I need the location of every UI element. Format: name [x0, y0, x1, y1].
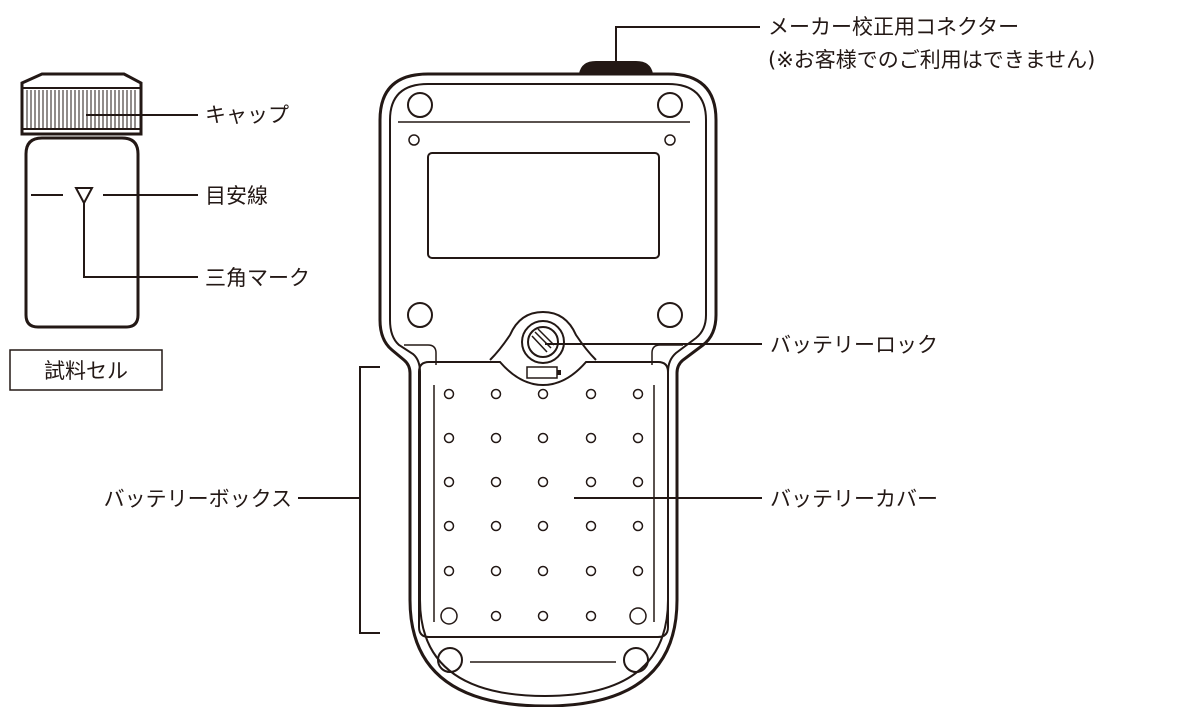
battery-cover-label: バッテリーカバー — [770, 487, 938, 511]
bottom-right-screw — [623, 647, 649, 673]
guide-line-label: 目安線 — [205, 184, 268, 208]
battery-lock-slot — [531, 328, 555, 353]
display-window — [427, 152, 660, 259]
small-hole-right — [664, 134, 676, 146]
connector-note: (※お客様でのご利用はできません) — [768, 48, 1095, 72]
triangle-mark-leader — [83, 203, 198, 278]
connector-label: メーカー校正用コネクター — [768, 15, 1019, 39]
cap-drawing — [20, 72, 143, 136]
calibration-connector — [578, 61, 654, 75]
triangle-mark — [74, 187, 94, 206]
battery-icon — [526, 366, 561, 379]
sample-cell — [20, 72, 143, 329]
middle-right-screw — [657, 302, 683, 328]
battery-box-label: バッテリーボックス — [104, 487, 292, 511]
middle-left-screw — [407, 302, 433, 328]
battery-lock-outer — [521, 320, 565, 364]
bottom-left-screw — [437, 647, 463, 673]
triangle-mark-label: 三角マーク — [205, 266, 310, 290]
battery-box-left-shoulder — [404, 344, 437, 365]
battery-lock-label: バッテリーロック — [770, 333, 938, 357]
small-hole-left — [408, 134, 420, 146]
cap-label: キャップ — [205, 103, 289, 127]
sample-cell-caption: 試料セル — [44, 359, 128, 383]
battery-lock — [527, 326, 559, 358]
device-inner-body — [389, 83, 707, 698]
battery-box-bracket — [359, 366, 380, 634]
cell-body — [24, 136, 140, 329]
sample-cell-caption-box — [9, 349, 163, 391]
top-right-screw — [657, 92, 683, 118]
device-outer-body — [378, 72, 718, 707]
connector-leader — [615, 26, 760, 62]
battery-lock-housing — [489, 310, 597, 361]
battery-cover-screw-right — [629, 607, 647, 625]
battery-cover-dots — [443, 388, 644, 622]
battery-cover-screw-left — [440, 607, 458, 625]
device — [378, 61, 718, 707]
top-left-screw — [407, 92, 433, 118]
cap-ridges — [26, 90, 136, 128]
battery-cover — [418, 361, 669, 638]
